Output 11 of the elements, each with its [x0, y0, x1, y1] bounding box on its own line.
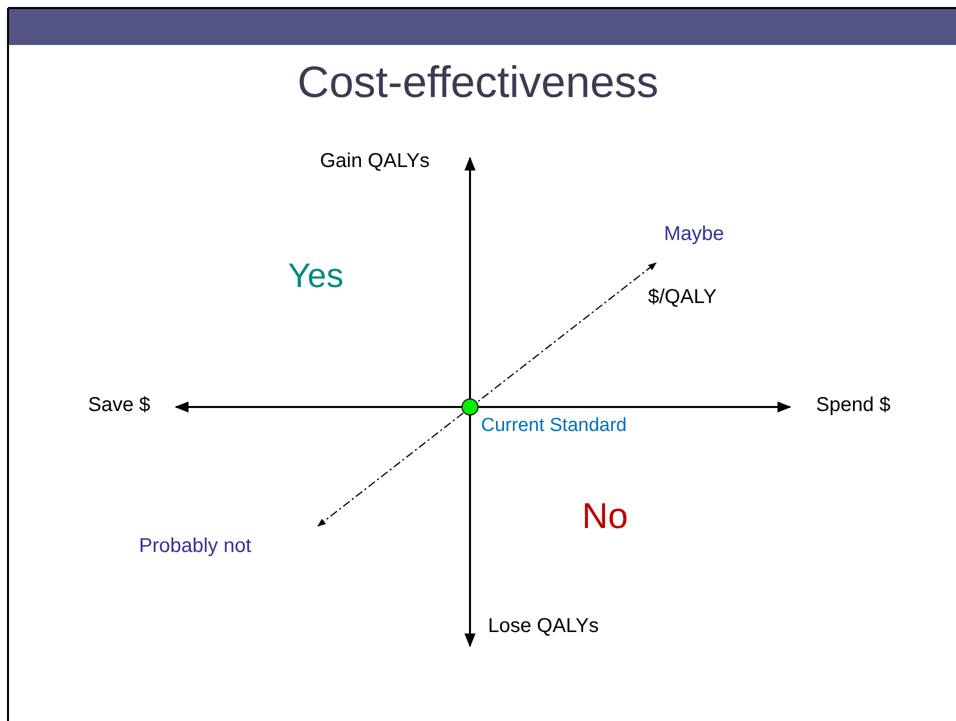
axis-label: Lose QALYs — [488, 615, 599, 638]
region-label: No — [582, 495, 628, 536]
point-label: Current Standard — [481, 415, 627, 437]
line-label: $/QALY — [648, 286, 717, 309]
axis-label: Gain QALYs — [320, 150, 430, 173]
slide-title: Cost-effectiveness — [296, 58, 660, 109]
region-label: Maybe — [664, 223, 724, 246]
region-label: Probably not — [139, 535, 252, 558]
axis-label: Save $ — [88, 394, 150, 417]
region-label: Yes — [288, 257, 344, 296]
axis-label: Spend $ — [816, 394, 891, 417]
